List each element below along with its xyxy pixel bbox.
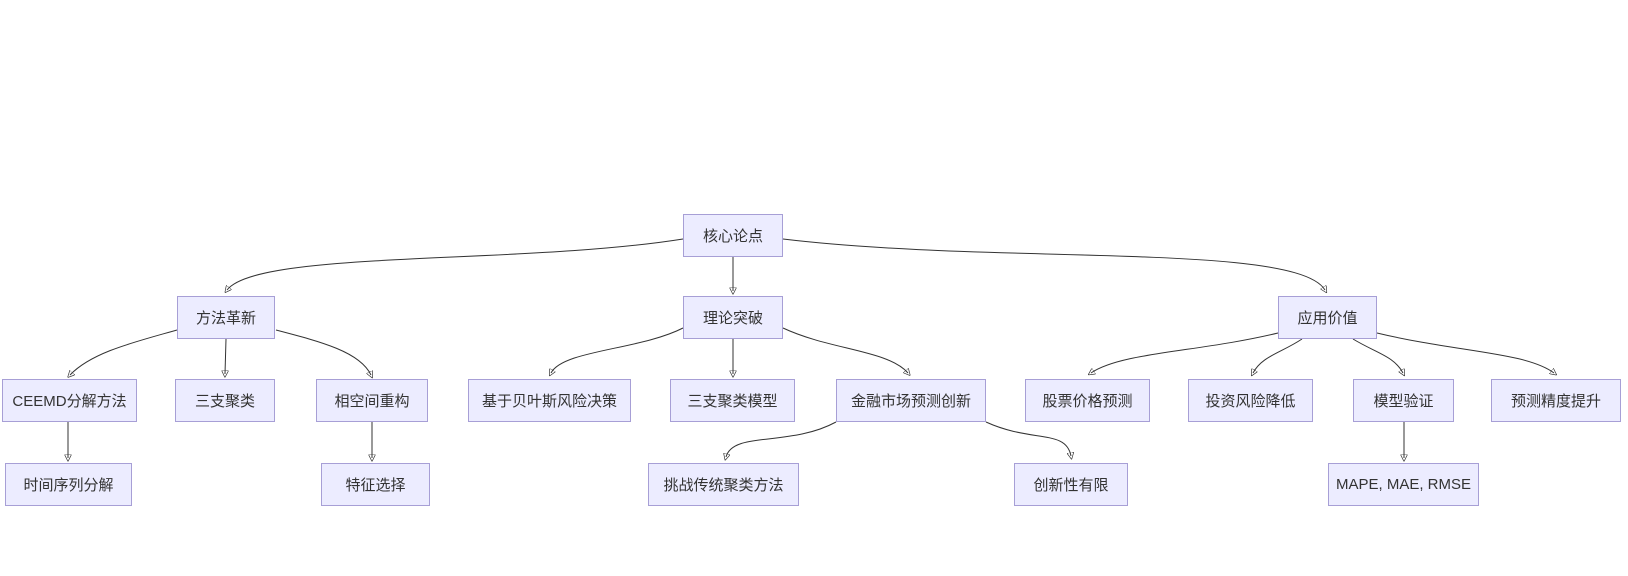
node-phase-space-reconstruction: 相空间重构	[316, 379, 428, 422]
node-mape-mae-rmse: MAPE, MAE, RMSE	[1328, 463, 1479, 506]
node-label: 核心论点	[702, 228, 763, 245]
edge-core-thesis-to-application-value	[782, 238, 1325, 290]
node-label: 三支聚类	[194, 393, 255, 410]
node-label: 特征选择	[345, 477, 406, 494]
node-label: 三支聚类模型	[687, 393, 778, 410]
node-stock-price-prediction: 股票价格预测	[1025, 379, 1150, 422]
edge-financial-market-prediction-innovation-to-challenge-traditional-clustering	[726, 421, 837, 457]
node-challenge-traditional-clustering: 挑战传统聚类方法	[648, 463, 799, 506]
node-label: 模型验证	[1373, 393, 1434, 410]
node-feature-selection: 特征选择	[321, 463, 430, 506]
node-theory-breakthrough: 理论突破	[683, 296, 783, 339]
node-prediction-accuracy-improvement: 预测精度提升	[1491, 379, 1621, 422]
node-label: 理论突破	[702, 310, 763, 327]
node-three-way-clustering-model: 三支聚类模型	[670, 379, 795, 422]
node-core-thesis: 核心论点	[683, 214, 783, 257]
node-label: MAPE, MAE, RMSE	[1335, 476, 1472, 493]
edge-theory-breakthrough-to-financial-market-prediction-innovation	[782, 327, 908, 373]
node-label: CEEMD分解方法	[12, 393, 127, 410]
edge-application-value-to-stock-price-prediction	[1091, 332, 1279, 373]
node-label: 应用价值	[1297, 310, 1358, 327]
node-application-value: 应用价值	[1278, 296, 1377, 339]
edge-financial-market-prediction-innovation-to-limited-innovation	[985, 421, 1071, 456]
node-label: 投资风险降低	[1205, 393, 1296, 410]
edge-theory-breakthrough-to-bayesian-risk-decision	[551, 327, 684, 373]
edge-core-thesis-to-method-innovation	[227, 238, 684, 290]
node-label: 创新性有限	[1033, 477, 1109, 494]
node-label: 相空间重构	[334, 393, 410, 410]
edge-method-innovation-to-ceemd-decomposition	[70, 329, 178, 375]
node-model-validation: 模型验证	[1353, 379, 1454, 422]
node-financial-market-prediction-innovation: 金融市场预测创新	[836, 379, 986, 422]
node-ceemd-decomposition: CEEMD分解方法	[2, 379, 137, 422]
node-label: 挑战传统聚类方法	[663, 477, 784, 494]
edge-method-innovation-to-phase-space-reconstruction	[275, 329, 371, 375]
node-label: 预测精度提升	[1510, 393, 1601, 410]
node-method-innovation: 方法革新	[177, 296, 275, 339]
edge-application-value-to-investment-risk-reduction	[1253, 338, 1303, 373]
node-time-series-decomposition: 时间序列分解	[5, 463, 132, 506]
node-label: 基于贝叶斯风险决策	[481, 393, 617, 410]
node-limited-innovation: 创新性有限	[1014, 463, 1128, 506]
node-investment-risk-reduction: 投资风险降低	[1188, 379, 1313, 422]
node-three-way-clustering: 三支聚类	[175, 379, 275, 422]
edge-method-innovation-to-three-way-clustering	[225, 338, 226, 374]
edge-application-value-to-model-validation	[1352, 338, 1403, 373]
node-label: 金融市场预测创新	[850, 393, 971, 410]
edge-application-value-to-prediction-accuracy-improvement	[1376, 332, 1554, 373]
node-bayesian-risk-decision: 基于贝叶斯风险决策	[468, 379, 631, 422]
node-label: 时间序列分解	[23, 477, 114, 494]
node-label: 方法革新	[195, 310, 256, 327]
node-label: 股票价格预测	[1042, 393, 1133, 410]
